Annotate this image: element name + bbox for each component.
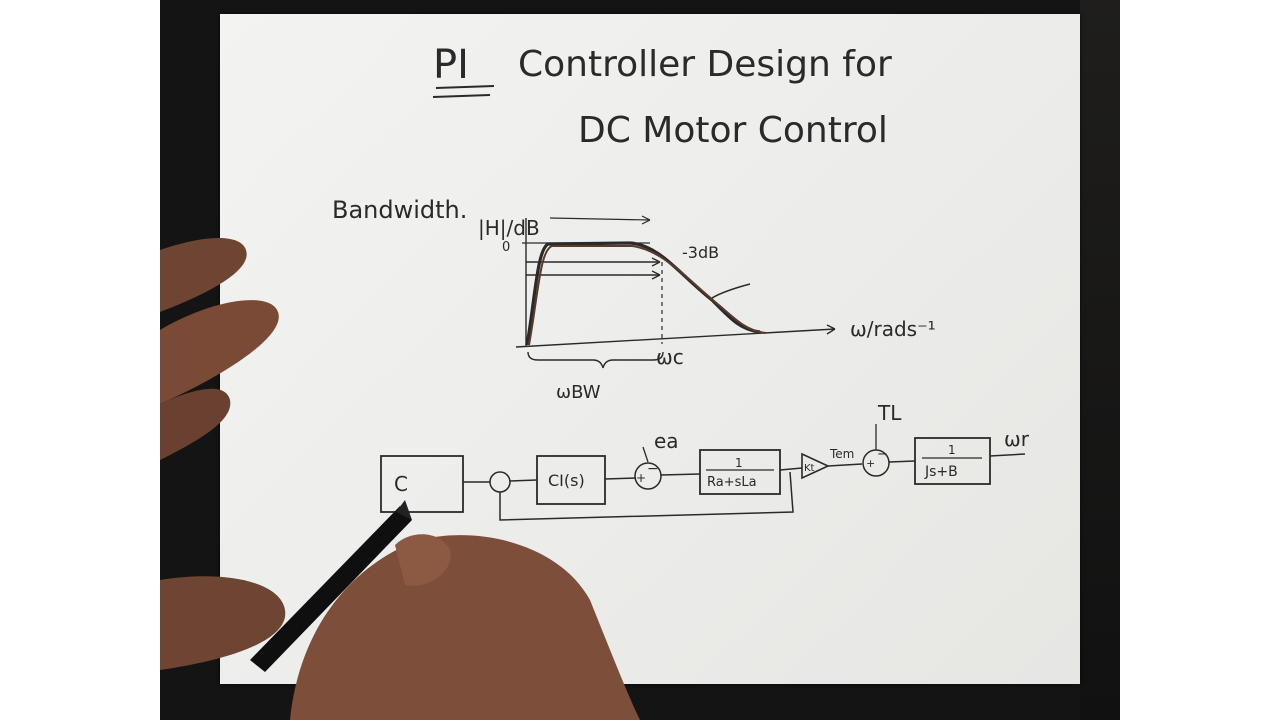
top-arrowhead: [641, 215, 651, 225]
mechanical-plant-block: [914, 437, 991, 485]
torque-constant-label: Kt: [804, 463, 815, 474]
left-finger-2: [160, 300, 279, 404]
title-underline-1: [435, 85, 495, 89]
cutoff-label: ωc: [656, 345, 684, 369]
right-index-finger: [395, 534, 451, 586]
sum3-plus: +: [866, 457, 875, 470]
output-label: ωr: [1004, 427, 1030, 451]
mech-denominator: Js+B: [924, 464, 958, 480]
minus3db-label: -3dB: [682, 243, 719, 262]
summing-junction-1: [489, 471, 511, 493]
sum2-plus: +: [636, 471, 646, 485]
title-line2: DC Motor Control: [578, 110, 888, 151]
torque-constant-gain: [801, 452, 830, 480]
wire-3: [604, 477, 637, 480]
sum3-minus: −: [877, 447, 888, 462]
sum2-minus: −: [647, 461, 659, 477]
current-controller-label: CI(s): [548, 471, 585, 490]
desk-edge: [1080, 0, 1120, 720]
left-finger-3: [160, 388, 231, 460]
block-diagram: C CI(s) + − ea 1 Ra+sLa Kt Tem + −: [380, 401, 1030, 521]
title-line1: Controller Design for: [518, 44, 892, 85]
title: PI Controller Design for DC Motor Contro…: [432, 42, 892, 151]
right-thumb: [160, 576, 286, 670]
current-feedback-loop: [499, 471, 794, 521]
x-axis-arrowhead: [826, 324, 836, 335]
torque-label: Tem: [829, 447, 854, 461]
wire-6: [827, 463, 863, 467]
summing-junction-2: [634, 462, 662, 490]
bandwidth-label: Bandwidth.: [332, 196, 467, 224]
curve-pointer-arrow: [711, 283, 751, 299]
top-arrow: [549, 217, 651, 221]
wire-5: [779, 467, 803, 471]
output-wire: [989, 453, 1026, 457]
pen: [250, 506, 412, 672]
pen-tip: [396, 500, 412, 520]
level-arrowheads: [651, 257, 661, 280]
bandwidth-brace: [527, 351, 664, 369]
disturbance-arrow: [642, 446, 649, 463]
wire-4: [660, 473, 701, 476]
electrical-plant-block: [699, 449, 781, 495]
right-hand: [290, 535, 640, 720]
mech-numerator: 1: [948, 443, 956, 457]
presenter-hands: [160, 237, 640, 720]
outer-controller-label: C: [394, 472, 408, 496]
plant-numerator: 1: [735, 456, 743, 470]
disturbance-label: ea: [654, 429, 679, 453]
plant-denominator: Ra+sLa: [707, 475, 757, 490]
x-axis: [515, 328, 836, 348]
bode-plot: Bandwidth. |H|/dB 0 -3dB ω/rads⁻¹ ωc ωBW: [332, 196, 936, 403]
title-underline-2: [432, 94, 491, 98]
x-axis-label: ω/rads⁻¹: [850, 317, 936, 341]
wire-7: [888, 460, 916, 463]
current-controller-block: [536, 455, 606, 505]
left-finger-1: [160, 237, 247, 312]
wire-2: [509, 479, 538, 482]
zero-db-label: 0: [502, 240, 510, 255]
y-axis-label: |H|/dB: [478, 216, 540, 240]
title-pi: PI: [433, 42, 469, 88]
frequency-response-curve-2: [528, 245, 767, 346]
frequency-response-curve-1: [525, 241, 761, 346]
outer-controller-block: [380, 455, 464, 513]
load-torque-label: TL: [877, 401, 902, 425]
bandwidth-brace-label: ωBW: [556, 382, 601, 403]
